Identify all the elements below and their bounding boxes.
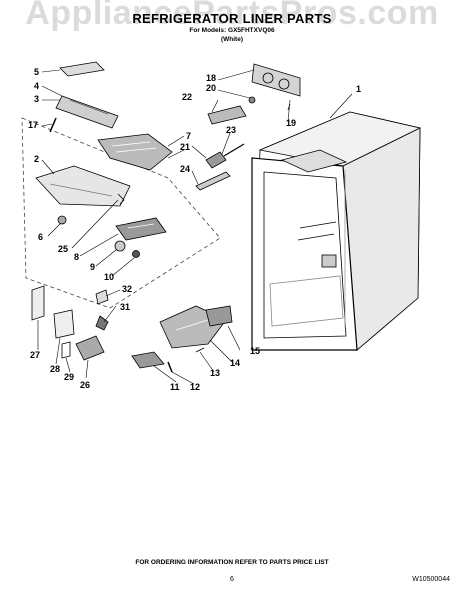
callout-7: 7	[186, 131, 191, 141]
part-12-screw	[167, 361, 173, 373]
callout-10: 10	[104, 272, 114, 282]
callout-4: 4	[34, 81, 39, 91]
callout-26: 26	[80, 380, 90, 390]
part-2-cover	[35, 165, 131, 207]
page-title: REFRIGERATOR LINER PARTS	[132, 11, 332, 26]
ordering-info: FOR ORDERING INFORMATION REFER TO PARTS …	[135, 559, 329, 566]
model-number: For Models: GX5FHTXVQ06	[189, 27, 275, 34]
part-6-grommet	[57, 215, 67, 225]
part-10-socket	[132, 250, 140, 258]
watermark: AppliancePartsPros.com	[25, 0, 439, 32]
part-22-bracket	[207, 105, 247, 125]
callout-11: 11	[170, 382, 180, 392]
refrigerator-liner	[251, 111, 422, 351]
callout-13: 13	[210, 368, 220, 378]
part-7-shroud	[97, 133, 173, 171]
callout-29: 29	[64, 372, 74, 382]
callout-19: 19	[286, 118, 296, 128]
callout-32: 32	[122, 284, 132, 294]
color-variant: (White)	[220, 36, 244, 43]
callout-28: 28	[50, 364, 60, 374]
part-27-hinge	[31, 285, 45, 321]
callout-2: 2	[34, 154, 39, 164]
callout-27: 27	[30, 350, 40, 360]
callout-3: 3	[34, 94, 39, 104]
part-21-thermistor	[205, 151, 227, 169]
leader-lines	[37, 69, 353, 385]
part-9-bulb	[114, 240, 126, 252]
callout-25: 25	[58, 244, 68, 254]
assembly-outline	[21, 117, 221, 309]
callout-22: 22	[182, 92, 192, 102]
part-11-trim	[131, 351, 165, 369]
part-32-bracket	[95, 289, 109, 305]
part-17-screw	[49, 117, 57, 133]
part-5-bracket	[59, 61, 105, 77]
part-26-switch	[75, 335, 105, 361]
document-number: W10500044	[412, 576, 450, 583]
part-25-clip	[117, 193, 125, 205]
callout-23: 23	[226, 125, 236, 135]
callout-1: 1	[356, 84, 361, 94]
part-20-knob	[248, 96, 256, 104]
callout-20: 20	[206, 83, 216, 93]
part-3-4-housing	[55, 95, 119, 129]
callout-14: 14	[230, 358, 240, 368]
page-number: 6	[230, 576, 234, 583]
part-31-clip	[95, 315, 109, 331]
callout-12: 12	[190, 382, 200, 392]
part-15-cover	[205, 305, 233, 327]
callout-17: 17	[28, 120, 38, 130]
callout-31: 31	[120, 302, 130, 312]
part-18-control-housing	[251, 63, 301, 97]
callout-21: 21	[180, 142, 190, 152]
part-8-housing	[115, 217, 167, 241]
callout-6: 6	[38, 232, 43, 242]
callout-5: 5	[34, 67, 39, 77]
callout-numbers: 1 2 3 4 5 6 7 8 9 10 11 12 13 14 15 17 1…	[28, 67, 361, 392]
part-28-housing	[53, 309, 75, 339]
callout-24: 24	[180, 164, 190, 174]
callout-8: 8	[74, 252, 79, 262]
callout-18: 18	[206, 73, 216, 83]
callout-9: 9	[90, 262, 95, 272]
callout-15: 15	[250, 346, 260, 356]
part-24-rail	[195, 171, 231, 191]
part-29-spring	[61, 341, 71, 359]
